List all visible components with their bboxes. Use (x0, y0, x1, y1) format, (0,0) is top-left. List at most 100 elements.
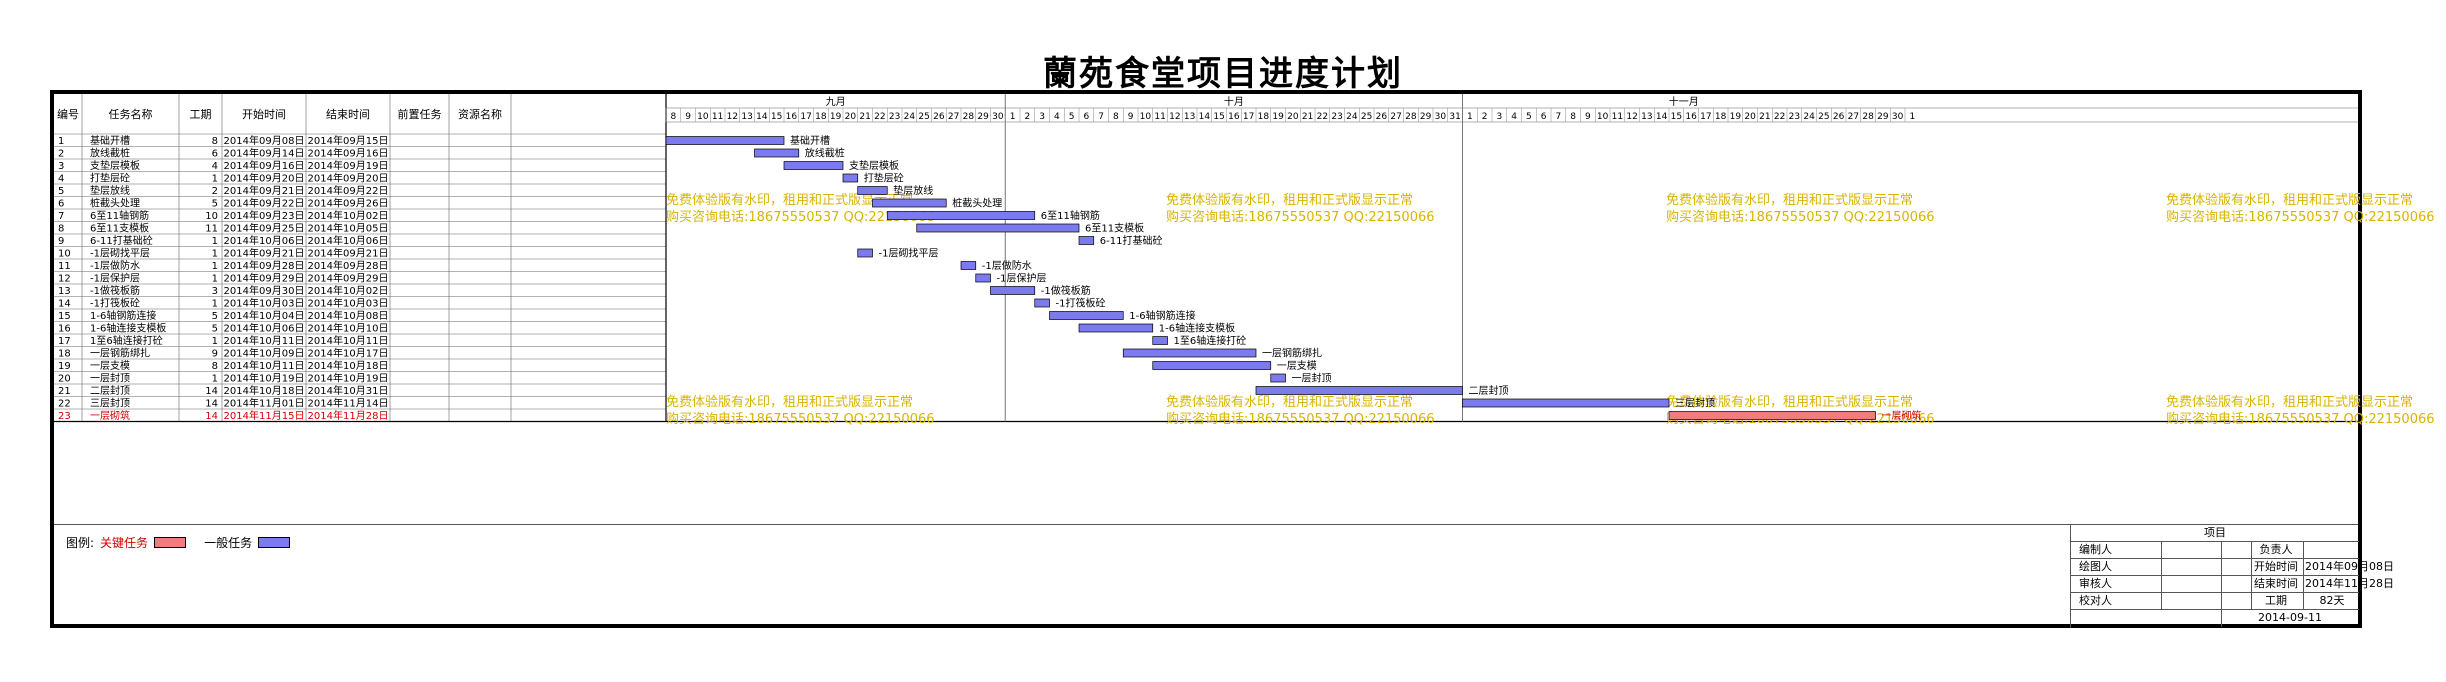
day-label: 18 (1258, 112, 1270, 122)
bar-label: -1做筏板筋 (1041, 284, 1091, 297)
bar-label: 1至6轴连接打砼 (1174, 334, 1247, 347)
info-value-drafter (2167, 559, 2247, 575)
task-start: 2014年10月03日 (224, 297, 305, 310)
day-label: 4 (1511, 112, 1517, 122)
task-name: 打垫层砼 (90, 172, 130, 185)
day-label: 26 (933, 112, 945, 122)
bar-label: 6至11轴钢筋 (1041, 209, 1100, 222)
task-id: 3 (58, 161, 64, 172)
day-label: 29 (977, 112, 989, 122)
bar-label: 垫层放线 (893, 184, 933, 197)
table-header: 工期 (190, 108, 212, 121)
day-label: 11 (1154, 112, 1165, 122)
task-duration: 11 (205, 224, 218, 235)
table-header: 编号 (57, 107, 79, 121)
day-label: 6 (1541, 112, 1547, 122)
bar-label: 基础开槽 (790, 134, 830, 147)
month-label: 九月 (826, 96, 846, 108)
task-end: 2014年09月16日 (308, 147, 389, 160)
task-duration: 1 (212, 274, 218, 285)
task-bar (1152, 336, 1168, 345)
task-id: 1 (58, 136, 64, 147)
task-name: -1打筏板砼 (90, 297, 140, 310)
task-name: 二层封顶 (90, 384, 130, 397)
task-start: 2014年10月04日 (224, 309, 305, 322)
task-start: 2014年10月11日 (224, 359, 305, 372)
task-end: 2014年11月14日 (308, 397, 389, 410)
info-row: 编制人 负责人 (2071, 542, 2359, 559)
day-label: 10 (697, 112, 709, 122)
task-duration: 1 (212, 249, 218, 260)
day-label: 27 (948, 112, 959, 122)
task-name: 6至11轴钢筋 (90, 209, 149, 222)
info-label-end: 结束时间 (2254, 577, 2298, 590)
day-label: 8 (1113, 112, 1119, 122)
task-start: 2014年11月01日 (224, 397, 305, 410)
day-label: 20 (1287, 112, 1299, 122)
task-name: 一层支模 (90, 360, 130, 372)
bar-label: 三层封顶 (1675, 397, 1715, 410)
task-end: 2014年09月15日 (308, 134, 389, 147)
day-label: 29 (1420, 112, 1432, 122)
bar-label: 一层砌筑 (1882, 409, 1922, 422)
info-header-row: 项目 (2071, 525, 2359, 542)
task-start: 2014年09月21日 (224, 184, 305, 197)
day-label: 11 (712, 112, 723, 122)
bar-label: 一层钢筋绑扎 (1262, 347, 1322, 360)
day-label: 19 (830, 112, 842, 122)
task-id: 13 (58, 286, 71, 297)
task-name: 一层封顶 (90, 372, 130, 385)
task-id: 23 (58, 411, 71, 422)
month-label: 十月 (1224, 95, 1244, 108)
task-bar (783, 161, 844, 170)
task-bar (842, 173, 859, 183)
day-label: 1 (1910, 112, 1916, 122)
task-name: 三层封顶 (90, 397, 130, 410)
task-duration: 5 (212, 199, 218, 210)
watermark-text: 免费体验版有水印，租用和正式版显示正常 (1166, 192, 1413, 208)
day-label: 23 (889, 112, 900, 122)
bar-label: 桩截头处理 (952, 197, 1002, 210)
table-header: 开始时间 (242, 107, 286, 121)
bar-label: 一层支模 (1277, 360, 1317, 372)
day-label: 16 (786, 112, 798, 122)
day-label: 12 (727, 112, 738, 122)
watermark-text: 免费体验版有水印，租用和正式版显示正常 (1166, 394, 1413, 410)
project-info-box: 项目 编制人 负责人 绘图人 开始时间 2014年09月08日 审核人 结束时间… (2070, 525, 2394, 628)
day-label: 15 (1671, 112, 1682, 122)
day-label: 1 (1010, 112, 1016, 122)
task-duration: 1 (212, 261, 218, 272)
bar-label: 1-6轴钢筋连接 (1129, 309, 1195, 322)
bar-label: 1-6轴连接支模板 (1159, 322, 1235, 335)
day-label: 21 (1759, 112, 1770, 122)
day-label: 28 (1862, 112, 1874, 122)
task-duration: 8 (212, 361, 218, 372)
task-name: 桩截头处理 (90, 197, 140, 210)
chart-title: 蘭苑食堂项目进度计划 (1043, 54, 1403, 94)
task-end: 2014年11月28日 (308, 409, 389, 422)
task-end: 2014年09月20日 (308, 172, 389, 185)
task-id: 6 (58, 199, 64, 210)
day-label: 22 (1774, 112, 1785, 122)
task-start: 2014年09月16日 (224, 159, 305, 172)
task-name: -1层保护层 (90, 272, 140, 285)
task-id: 2 (58, 149, 64, 160)
task-duration: 1 (212, 299, 218, 310)
day-label: 24 (1346, 112, 1358, 122)
day-label: 27 (1848, 112, 1859, 122)
task-end: 2014年10月17日 (308, 347, 389, 360)
day-label: 13 (1184, 112, 1195, 122)
day-label: 9 (1128, 112, 1134, 122)
task-id: 19 (58, 361, 71, 372)
task-name: 垫层放线 (90, 184, 130, 197)
task-duration: 14 (205, 399, 218, 410)
task-bar (1078, 323, 1154, 333)
task-bar (1122, 348, 1257, 358)
day-label: 25 (1818, 112, 1829, 122)
task-start: 2014年10月11日 (224, 334, 305, 347)
task-id: 12 (58, 274, 71, 285)
task-bar (975, 273, 991, 283)
task-end: 2014年10月08日 (308, 309, 389, 322)
info-value-end: 2014年11月28日 (2305, 577, 2394, 590)
